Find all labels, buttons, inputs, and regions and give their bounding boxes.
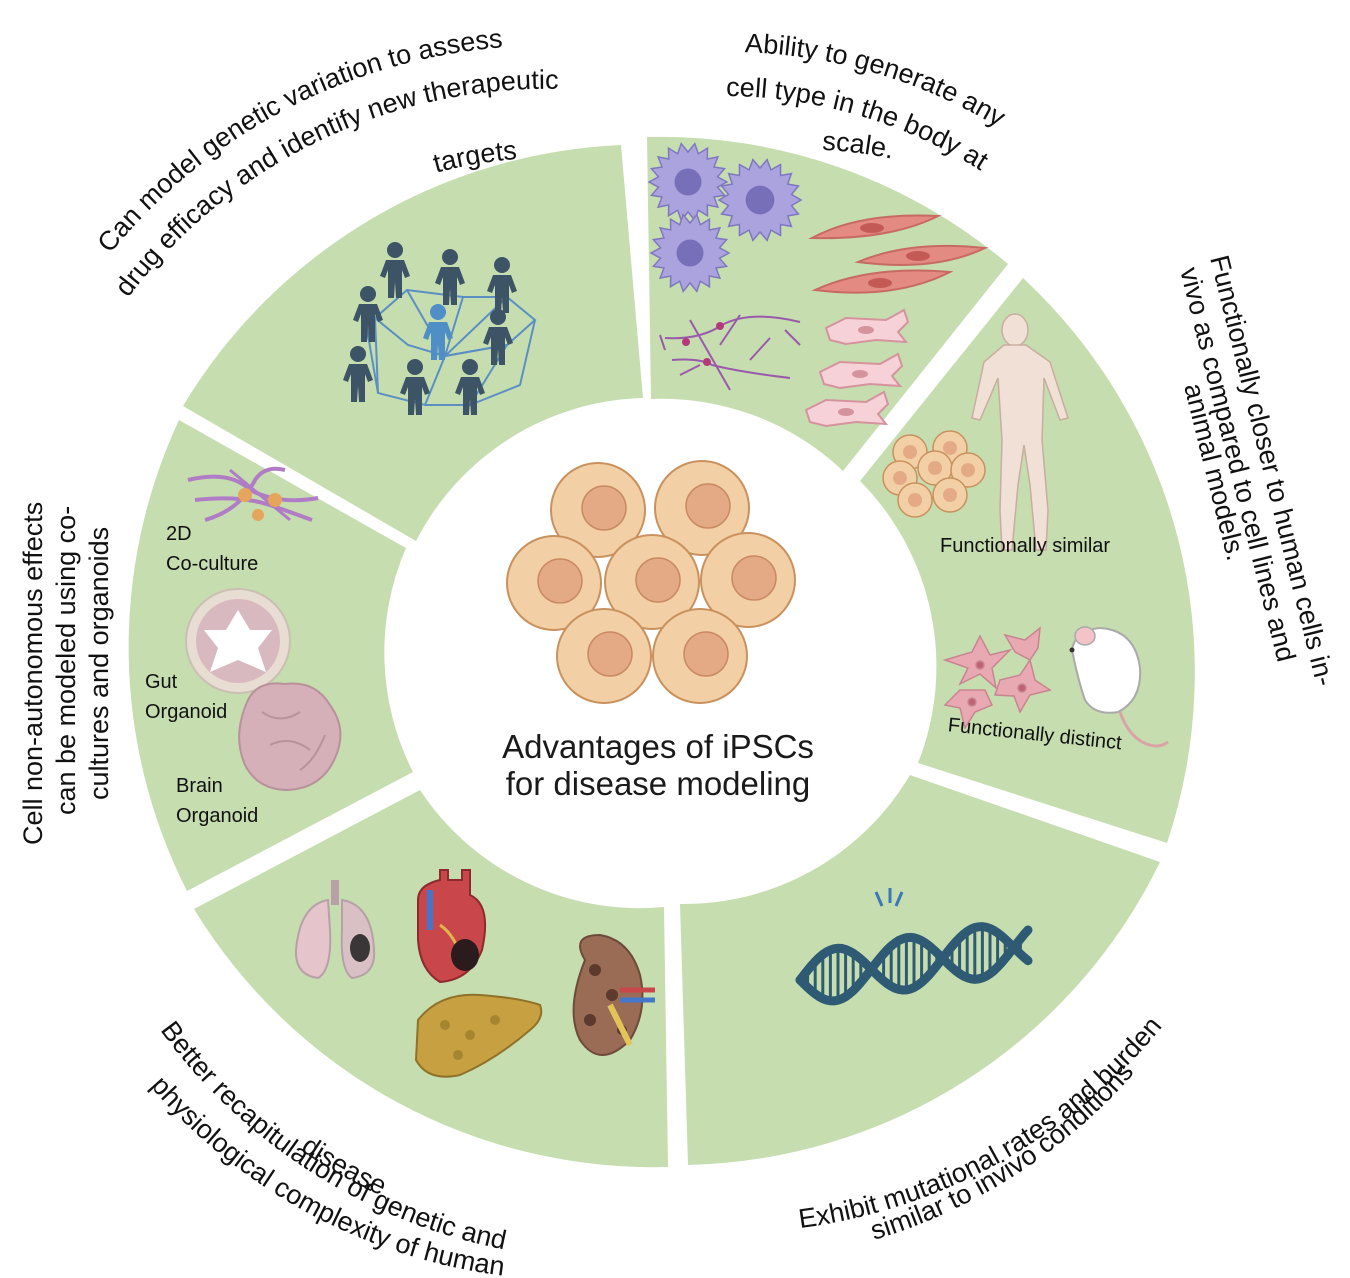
non-autonomous-line2: can be modeled using co- bbox=[51, 506, 81, 815]
ipsc-cell bbox=[604, 534, 700, 630]
fibroblast-icon bbox=[942, 626, 1052, 730]
any-cell-type-line3: scale. bbox=[822, 126, 897, 165]
person-icon bbox=[455, 359, 485, 415]
macrophage-icon bbox=[647, 142, 803, 293]
mouse-icon bbox=[1069, 626, 1169, 748]
coculture-label-line1: 2D bbox=[166, 523, 192, 545]
person-icon bbox=[343, 346, 373, 402]
gut-organoid-label-line1: Gut bbox=[145, 671, 178, 693]
functionally-similar-label: Functionally similar bbox=[940, 535, 1110, 557]
label-functionally-closer: Functionally closer to human cells in- v… bbox=[1174, 252, 1340, 689]
liver-icon bbox=[414, 993, 543, 1078]
segment-mutational-rates bbox=[680, 775, 1160, 1165]
ipsc-cell bbox=[654, 460, 750, 556]
coculture-icon bbox=[187, 466, 319, 522]
cell-cluster-icon bbox=[882, 430, 986, 518]
macrophage-cell bbox=[649, 213, 731, 293]
gut-organoid-icon bbox=[185, 588, 291, 694]
cardiomyocyte-icon bbox=[804, 308, 910, 428]
neuron-icon bbox=[659, 314, 801, 391]
person-icon bbox=[435, 249, 465, 305]
people-network-icon bbox=[343, 242, 537, 415]
ipsc-colony-icon bbox=[506, 460, 796, 704]
cardiomyocyte-cell bbox=[818, 352, 904, 390]
non-autonomous-line1: Cell non-autonomous effects bbox=[18, 502, 48, 845]
label-non-autonomous: Cell non-autonomous effects can be model… bbox=[18, 502, 114, 845]
brain-organoid-label-line2: Organoid bbox=[176, 805, 258, 827]
non-autonomous-line3: cultures and organoids bbox=[84, 527, 114, 800]
dna-strand bbox=[795, 925, 1033, 1006]
person-icon bbox=[380, 242, 410, 298]
cluster-cell bbox=[932, 477, 968, 513]
gut-organoid-label-line2: Organoid bbox=[145, 701, 227, 723]
cluster-cell bbox=[950, 452, 986, 488]
center-title-line2: for disease modeling bbox=[506, 765, 811, 802]
macrophage-cell bbox=[647, 142, 729, 222]
person-icon bbox=[483, 309, 513, 365]
ipsc-cell bbox=[700, 532, 796, 628]
ipsc-cell bbox=[556, 608, 652, 704]
person-icon bbox=[400, 359, 430, 415]
person-icon bbox=[353, 286, 383, 342]
coculture-label-line2: Co-culture bbox=[166, 553, 258, 575]
ipsc-cell bbox=[506, 535, 602, 631]
segment-recapitulation bbox=[194, 790, 668, 1168]
ipsc-cell bbox=[652, 608, 748, 704]
person-icon bbox=[487, 257, 517, 313]
brain-organoid-icon bbox=[238, 682, 342, 792]
ipsc-cell bbox=[550, 462, 646, 558]
smooth-muscle-cell-icon bbox=[808, 214, 989, 294]
person-icon bbox=[423, 304, 453, 360]
human-body-icon bbox=[971, 313, 1069, 551]
lung-icon bbox=[294, 880, 376, 980]
segment-genetic-variation bbox=[183, 145, 643, 541]
mutation-spark bbox=[894, 891, 904, 907]
macrophage-cell bbox=[717, 158, 803, 242]
dna-icon bbox=[795, 888, 1033, 1006]
brain-organoid-label-line1: Brain bbox=[176, 775, 223, 797]
mutation-spark bbox=[874, 891, 884, 907]
cluster-cell bbox=[897, 482, 933, 518]
heart-icon bbox=[417, 869, 487, 984]
kidney-icon bbox=[572, 933, 655, 1056]
cardiomyocyte-cell bbox=[804, 390, 890, 428]
cardiomyocyte-cell bbox=[824, 308, 910, 346]
dna-strand bbox=[795, 922, 1033, 995]
center-title-line1: Advantages of iPSCs bbox=[502, 728, 814, 765]
